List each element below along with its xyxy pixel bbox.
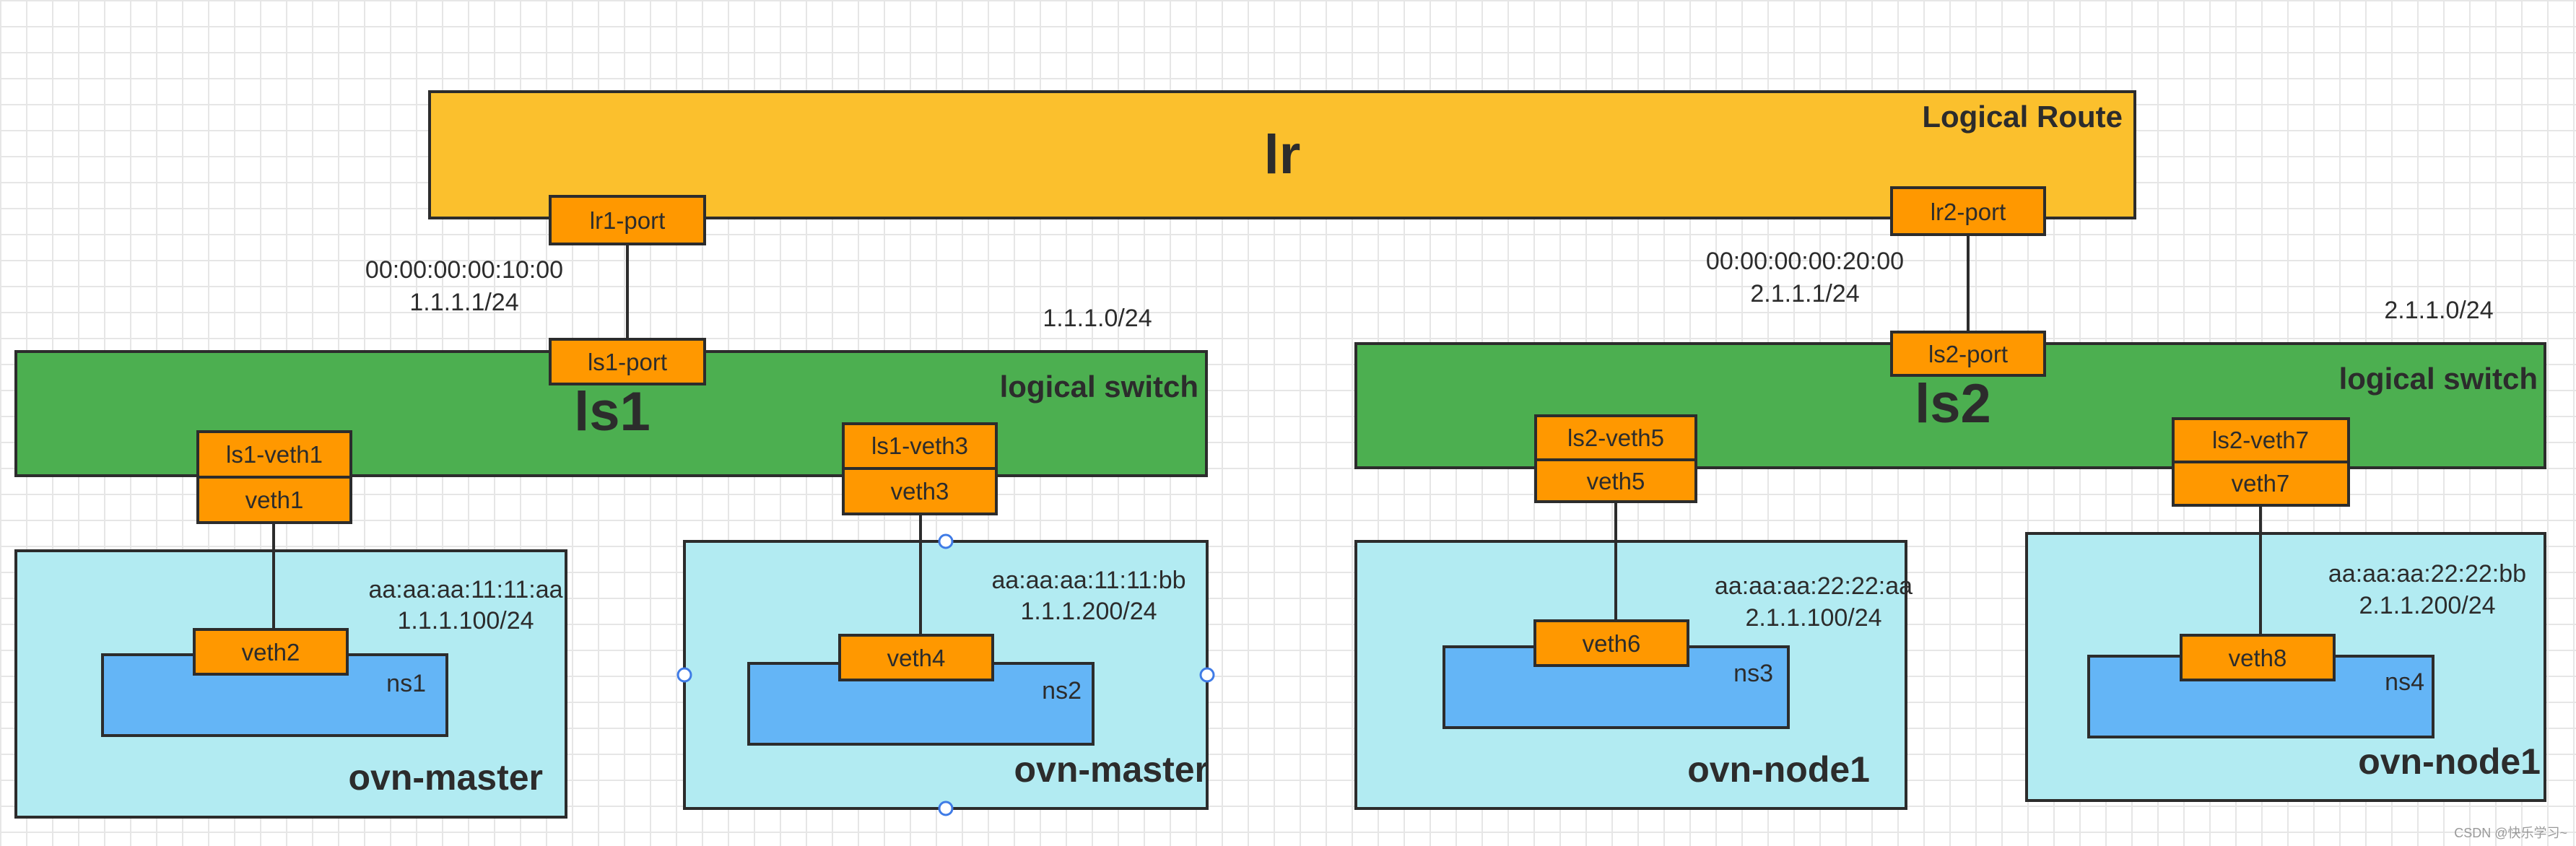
switch-caption-2: logical switch <box>2339 362 2538 396</box>
router-port-ip-2: 2.1.1.1/24 <box>1750 280 1859 308</box>
watermark: CSDN @快乐学习~ <box>2454 826 2567 840</box>
port-box-ls1-veth3 <box>842 422 998 470</box>
host-ip-2: 1.1.1.200/24 <box>1020 598 1157 625</box>
ns-name-3: ns3 <box>1733 660 1773 687</box>
selection-handle-top[interactable] <box>938 533 954 549</box>
host-name-4: ovn-node1 <box>2358 741 2541 782</box>
host-switch-port-4: ls2-veth7 <box>2212 427 2309 453</box>
port-box-ls2-veth7 <box>2172 417 2350 463</box>
host-mac-4: aa:aa:aa:22:22:bb <box>2328 560 2526 588</box>
port-box-ls2 <box>1890 331 2046 377</box>
ns-veth-2: veth4 <box>887 645 946 671</box>
text-layer: lr Logical Route lr1-port lr2-port 00:00… <box>226 100 2567 840</box>
host-mac-2: aa:aa:aa:11:11:bb <box>991 567 1185 594</box>
host-name-1: ovn-master <box>348 757 543 798</box>
ns-veth-4: veth8 <box>2229 645 2287 671</box>
namespace-box-ns2 <box>747 662 1095 746</box>
host-ip-1: 1.1.1.100/24 <box>397 607 534 634</box>
ns-name-1: ns1 <box>386 670 426 697</box>
switch-name-2: ls2 <box>1915 373 1991 435</box>
selection-handle-right[interactable] <box>1199 667 1215 683</box>
selection-handle-left[interactable] <box>676 667 692 683</box>
logical-router-box <box>428 90 2136 219</box>
host-switch-port-1: ls1-veth1 <box>226 441 323 468</box>
ns-name-4: ns4 <box>2385 668 2424 696</box>
host-name-2: ovn-master <box>1014 749 1209 790</box>
router-caption: Logical Route <box>1922 100 2123 134</box>
host-veth-4: veth7 <box>2232 470 2290 497</box>
host-switch-port-2: ls1-veth3 <box>871 432 968 459</box>
switch-uplink-port-1: ls1-port <box>588 349 667 375</box>
port-box-ls1 <box>549 338 706 385</box>
port-box-veth3 <box>842 467 998 515</box>
port-box-lr2 <box>1890 186 2046 236</box>
host-ip-4: 2.1.1.200/24 <box>2359 592 2495 619</box>
host-mac-1: aa:aa:aa:11:11:aa <box>368 576 562 603</box>
host-veth-2: veth3 <box>891 478 949 505</box>
switch-caption-1: logical switch <box>1000 370 1198 404</box>
router-port-label-2: lr2-port <box>1931 199 2006 225</box>
port-box-veth7 <box>2172 461 2350 507</box>
router-port-mac-1: 00:00:00:00:10:00 <box>365 256 563 284</box>
ports-layer <box>193 186 2350 681</box>
router-port-mac-2: 00:00:00:00:20:00 <box>1706 248 1904 275</box>
host-mac-3: aa:aa:aa:22:22:aa <box>1715 572 1913 600</box>
links-layer <box>272 235 2262 635</box>
host-ip-3: 2.1.1.100/24 <box>1745 604 1881 632</box>
port-box-veth5 <box>1534 458 1697 503</box>
switch-name-1: ls1 <box>574 381 650 442</box>
host-veth-1: veth1 <box>245 487 304 513</box>
router-port-ip-1: 1.1.1.1/24 <box>409 289 518 316</box>
ns-veth-1: veth2 <box>242 639 300 666</box>
port-box-veth6 <box>1533 619 1689 667</box>
switch-subnet-2: 2.1.1.0/24 <box>2384 297 2493 324</box>
host-switch-port-3: ls2-veth5 <box>1567 424 1664 451</box>
ns-veth-3: veth6 <box>1583 630 1641 657</box>
switch-uplink-port-2: ls2-port <box>1928 341 2008 367</box>
ns-name-2: ns2 <box>1042 677 1082 705</box>
host-veth-3: veth5 <box>1587 468 1645 494</box>
selection-handle-bottom[interactable] <box>938 801 954 816</box>
router-port-label-1: lr1-port <box>590 207 666 234</box>
router-name: lr <box>1264 124 1301 186</box>
port-box-veth4 <box>838 634 994 681</box>
port-box-veth1 <box>196 476 352 524</box>
port-box-veth8 <box>2180 634 2336 681</box>
selection-handles[interactable] <box>676 533 1215 816</box>
switch-subnet-1: 1.1.1.0/24 <box>1043 305 1152 332</box>
port-box-ls1-veth1 <box>196 430 352 479</box>
port-box-lr1 <box>549 195 706 245</box>
port-box-veth2 <box>193 628 349 676</box>
boxes-layer <box>14 90 2546 819</box>
host-name-3: ovn-node1 <box>1687 749 1870 790</box>
